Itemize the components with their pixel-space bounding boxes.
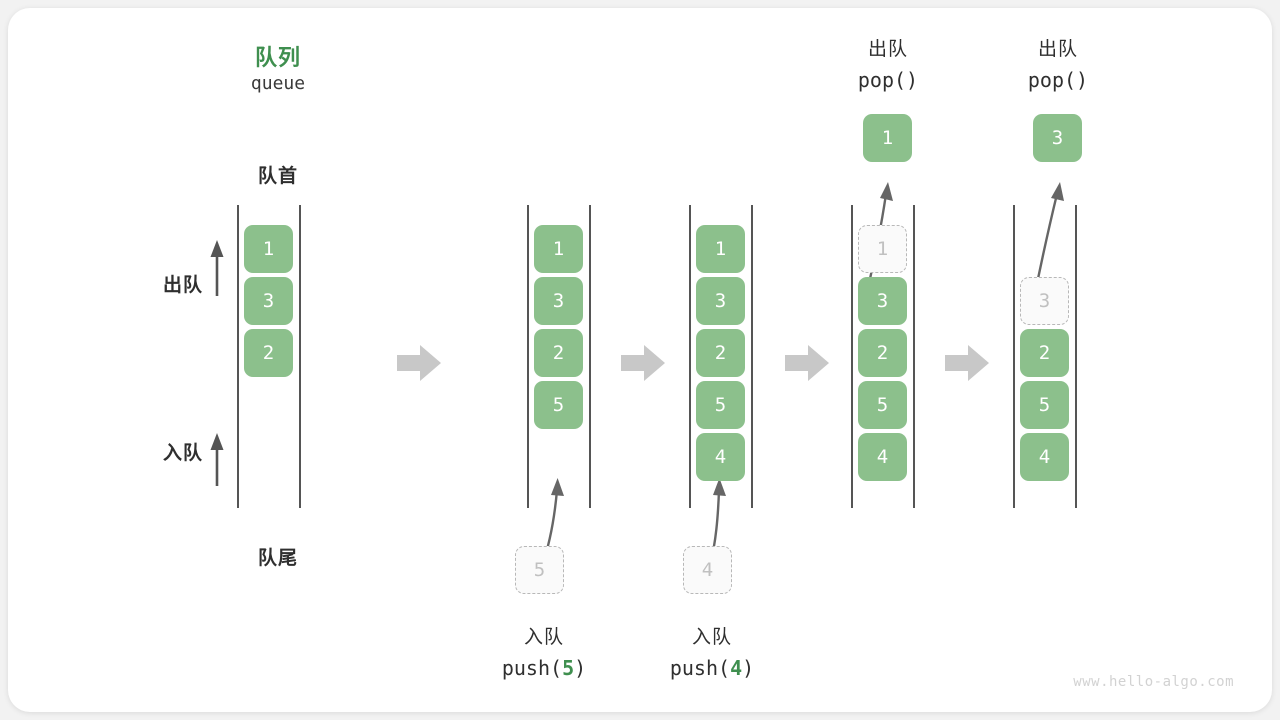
queue-cell: 3 <box>534 277 583 325</box>
queue-cell: 5 <box>534 381 583 429</box>
queue-cell: 2 <box>858 329 907 377</box>
queue-rail-right <box>751 205 753 508</box>
queue-rail-left <box>237 205 239 508</box>
step-arrow-icon <box>621 345 665 381</box>
push-code-arg: 4 <box>730 656 743 680</box>
push-caption-cn: 入队 <box>691 627 732 648</box>
push-code-suffix: ) <box>742 656 755 680</box>
push-code-suffix: ) <box>574 656 587 680</box>
enqueue-direction-arrow-icon <box>210 433 224 486</box>
step-arrow-icon <box>945 345 989 381</box>
push-code-prefix: push( <box>501 656 563 680</box>
incoming-element-ghost: 5 <box>515 546 564 594</box>
queue-cell: 1 <box>244 225 293 273</box>
queue-cell-ghost: 1 <box>858 225 907 273</box>
page-subtitle: queue <box>250 73 306 94</box>
dequeue-direction-arrow-icon <box>210 240 224 296</box>
queue-cell: 1 <box>696 225 745 273</box>
popped-element: 3 <box>1033 114 1082 162</box>
queue-cell: 5 <box>858 381 907 429</box>
push-caption-code: push(5) <box>474 656 614 680</box>
pop-header-cn: 出队 <box>867 39 908 60</box>
queue-rail-right <box>589 205 591 508</box>
queue-cell: 3 <box>244 277 293 325</box>
dequeue-label: 出队 <box>162 275 203 296</box>
queue-cell: 5 <box>696 381 745 429</box>
watermark: www.hello-algo.com <box>1073 674 1234 690</box>
incoming-element-ghost: 4 <box>683 546 732 594</box>
queue-rail-right <box>913 205 915 508</box>
pop-header-cn: 出队 <box>1037 39 1078 60</box>
queue-rail-left <box>1013 205 1015 508</box>
queue-cell: 5 <box>1020 381 1069 429</box>
queue-cell: 1 <box>534 225 583 273</box>
step-arrow-icon <box>785 345 829 381</box>
push-caption-cn: 入队 <box>523 627 564 648</box>
queue-rail-right <box>299 205 301 508</box>
page-title: 队列 <box>254 45 301 70</box>
pop-header-code: pop() <box>1027 68 1089 92</box>
front-label: 队首 <box>257 166 298 187</box>
queue-cell: 4 <box>1020 433 1069 481</box>
queue-cell: 2 <box>534 329 583 377</box>
queue-cell: 3 <box>696 277 745 325</box>
popped-element: 1 <box>863 114 912 162</box>
queue-cell: 2 <box>1020 329 1069 377</box>
queue-cell: 4 <box>858 433 907 481</box>
step-arrow-icon <box>397 345 441 381</box>
queue-cell-ghost: 3 <box>1020 277 1069 325</box>
queue-rail-left <box>527 205 529 508</box>
queue-rail-left <box>851 205 853 508</box>
queue-rail-left <box>689 205 691 508</box>
queue-cell: 2 <box>696 329 745 377</box>
queue-rail-right <box>1075 205 1077 508</box>
push-code-arg: 5 <box>562 656 575 680</box>
queue-cell: 2 <box>244 329 293 377</box>
rear-label: 队尾 <box>257 548 298 569</box>
queue-cell: 3 <box>858 277 907 325</box>
diagram-overlay <box>210 182 1064 567</box>
push-code-prefix: push( <box>669 656 731 680</box>
diagram-card: 队列 queue 队首 队尾 出队 入队 1 3 2 1 3 2 5 5 入队 … <box>8 8 1272 712</box>
push-caption-code: push(4) <box>642 656 782 680</box>
enqueue-label: 入队 <box>162 443 203 464</box>
pop-header-code: pop() <box>857 68 919 92</box>
queue-cell: 4 <box>696 433 745 481</box>
